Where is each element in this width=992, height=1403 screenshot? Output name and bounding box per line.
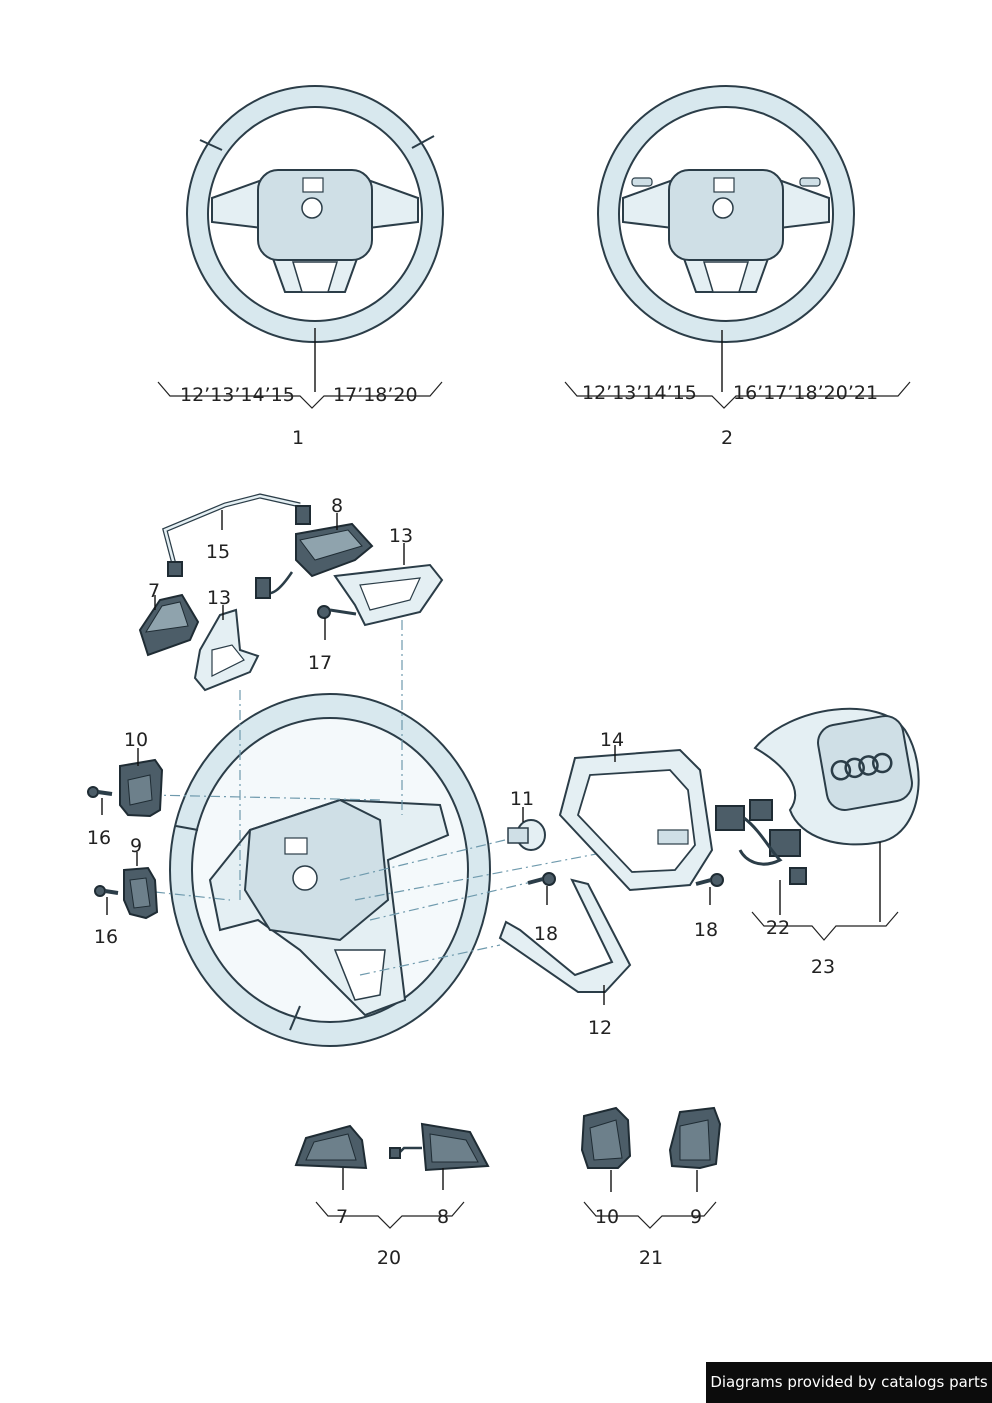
callout-10-group-21: 10 [595,1206,619,1228]
switch-module-part-8 [255,522,374,599]
screw-part-16-top [87,786,113,798]
callout-13-right: 13 [389,525,413,547]
catalog-credit-banner: Diagrams provided by catalogs parts [706,1362,992,1403]
steering-wheel-1 [186,85,444,343]
callout-14: 14 [600,729,624,751]
callout-23: 23 [811,956,835,978]
screw-part-16-bottom [94,885,119,897]
callout-18-left: 18 [534,923,558,945]
callout-8-group-20: 8 [437,1206,449,1228]
callout-16-bottom: 16 [94,926,118,948]
cover-9-group-21 [668,1106,722,1170]
screw-part-17 [317,605,357,619]
knob-part-11 [507,819,546,851]
callout-16-top: 16 [87,827,111,849]
callout-7-group-20: 7 [336,1206,348,1228]
harness-part-22 [715,799,807,885]
callout-21: 21 [639,1247,663,1269]
callout-18-right: 18 [694,919,718,941]
callout-8: 8 [331,495,343,517]
switch-module-7-group-20 [294,1124,368,1170]
group-2-right-label: 16’17’18’20’21 [733,382,878,404]
bezel-part-14 [558,748,714,892]
callout-9-group-21: 9 [690,1206,702,1228]
wiring-harness-part-15 [162,493,311,577]
exploded-steering-wheel [169,693,491,1047]
callout-12: 12 [588,1017,612,1039]
trim-part-13-right [333,563,444,627]
callout-20: 20 [377,1247,401,1269]
screw-part-18-left [527,872,556,886]
trim-part-13-left [193,608,260,692]
screw-part-18-right [695,873,724,887]
callout-9: 9 [130,835,142,857]
switch-module-8-group-20 [389,1122,490,1172]
trim-part-12 [498,878,632,993]
callout-13-left: 13 [207,587,231,609]
group-1-right-label: 17’18’20 [333,384,418,406]
callout-7: 7 [148,580,160,602]
cover-part-9 [123,866,159,920]
steering-wheel-2 [597,85,855,343]
callout-15: 15 [206,541,230,563]
cover-10-group-21 [580,1106,632,1169]
switch-module-part-7 [138,593,200,657]
callout-10: 10 [124,729,148,751]
callout-1: 1 [292,427,304,449]
callout-17: 17 [308,652,332,674]
airbag-part-23 [753,707,920,846]
callout-11: 11 [510,788,534,810]
group-2-left-label: 12’13’14’15 [582,382,697,404]
callout-22: 22 [766,917,790,939]
group-1-left-label: 12’13’14’15 [180,384,295,406]
callout-2: 2 [721,427,733,449]
cover-part-10 [119,758,164,818]
